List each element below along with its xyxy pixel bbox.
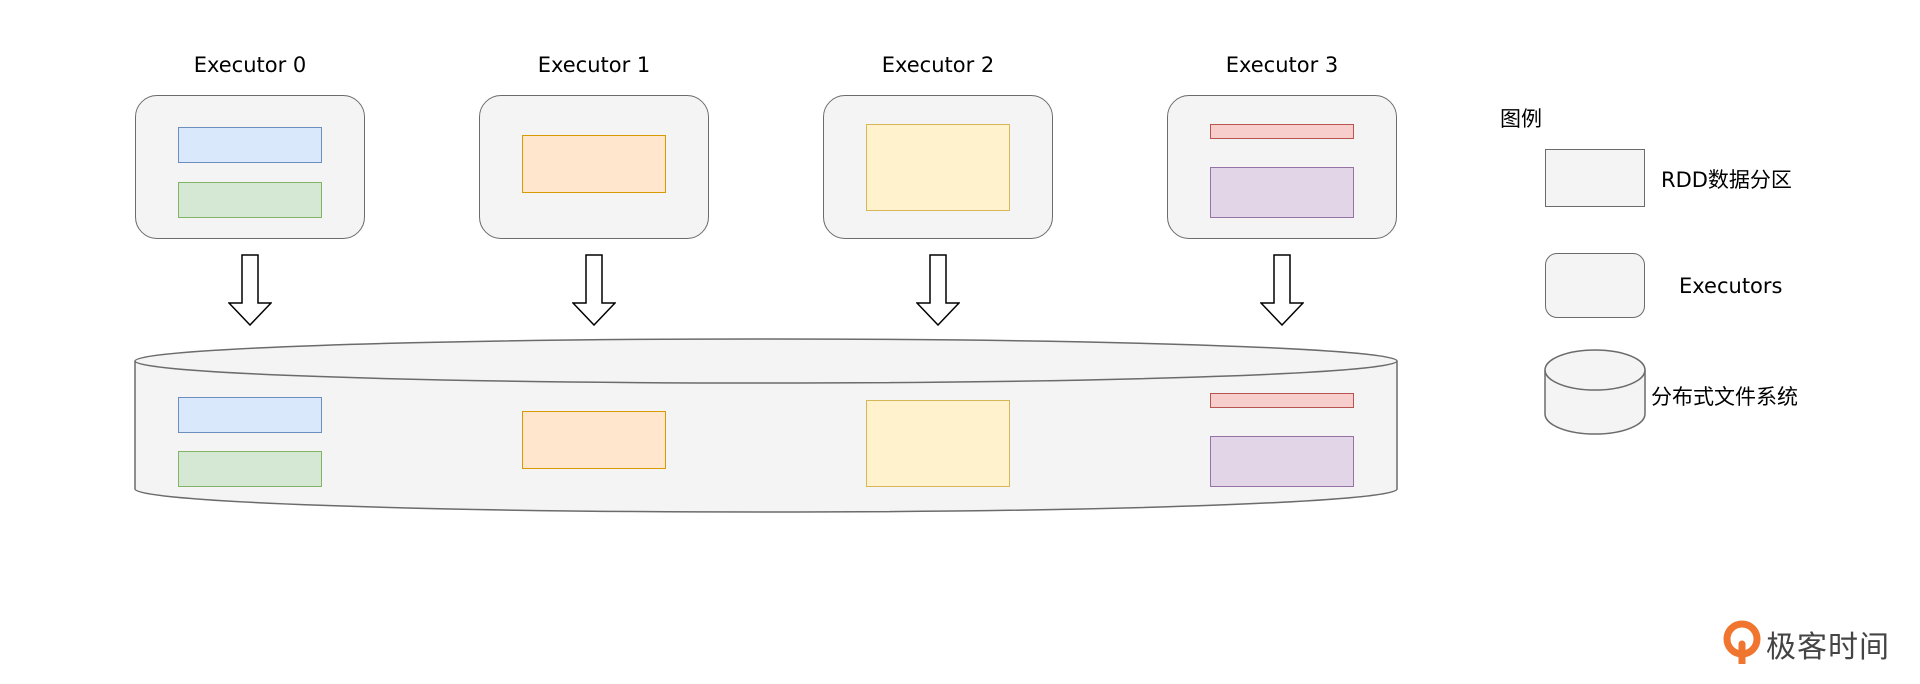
- executor-2-partition-yellow: [866, 124, 1010, 211]
- down-arrow-icon: [1260, 254, 1304, 326]
- rect-partition-icon: [1545, 149, 1645, 207]
- executor-1-partition-orange: [522, 135, 666, 193]
- executor-3-partition-red: [1210, 124, 1354, 139]
- down-arrow-icon: [572, 254, 616, 326]
- legend-label-rdd-partition: RDD数据分区: [1661, 168, 1792, 192]
- storage-partition-green: [178, 451, 322, 487]
- geektime-logo-icon: [1723, 620, 1761, 664]
- executor-0-partition-green: [178, 182, 322, 218]
- down-arrow-icon: [228, 254, 272, 326]
- executor-1-title: Executor 1: [537, 53, 651, 77]
- executor-3-partition-purple: [1210, 167, 1354, 218]
- executor-0-partition-blue: [178, 127, 322, 163]
- legend-title: 图例: [1500, 107, 1542, 131]
- storage-partition-orange: [522, 411, 666, 469]
- distributed-file-system-cylinder: [134, 338, 1398, 513]
- executor-3-title: Executor 3: [1225, 53, 1339, 77]
- storage-partition-red: [1210, 393, 1354, 408]
- storage-partition-blue: [178, 397, 322, 433]
- legend-label-executors: Executors: [1679, 274, 1783, 298]
- executor-2-title: Executor 2: [881, 53, 995, 77]
- down-arrow-icon: [916, 254, 960, 326]
- cylinder-storage-icon: [1544, 349, 1646, 435]
- storage-partition-yellow: [866, 400, 1010, 487]
- rounded-rect-executor-icon: [1545, 253, 1645, 318]
- storage-partition-purple: [1210, 436, 1354, 487]
- brand-name: 极客时间: [1766, 630, 1890, 665]
- executor-0-title: Executor 0: [193, 53, 307, 77]
- legend-label-distributed-fs: 分布式文件系统: [1651, 385, 1798, 409]
